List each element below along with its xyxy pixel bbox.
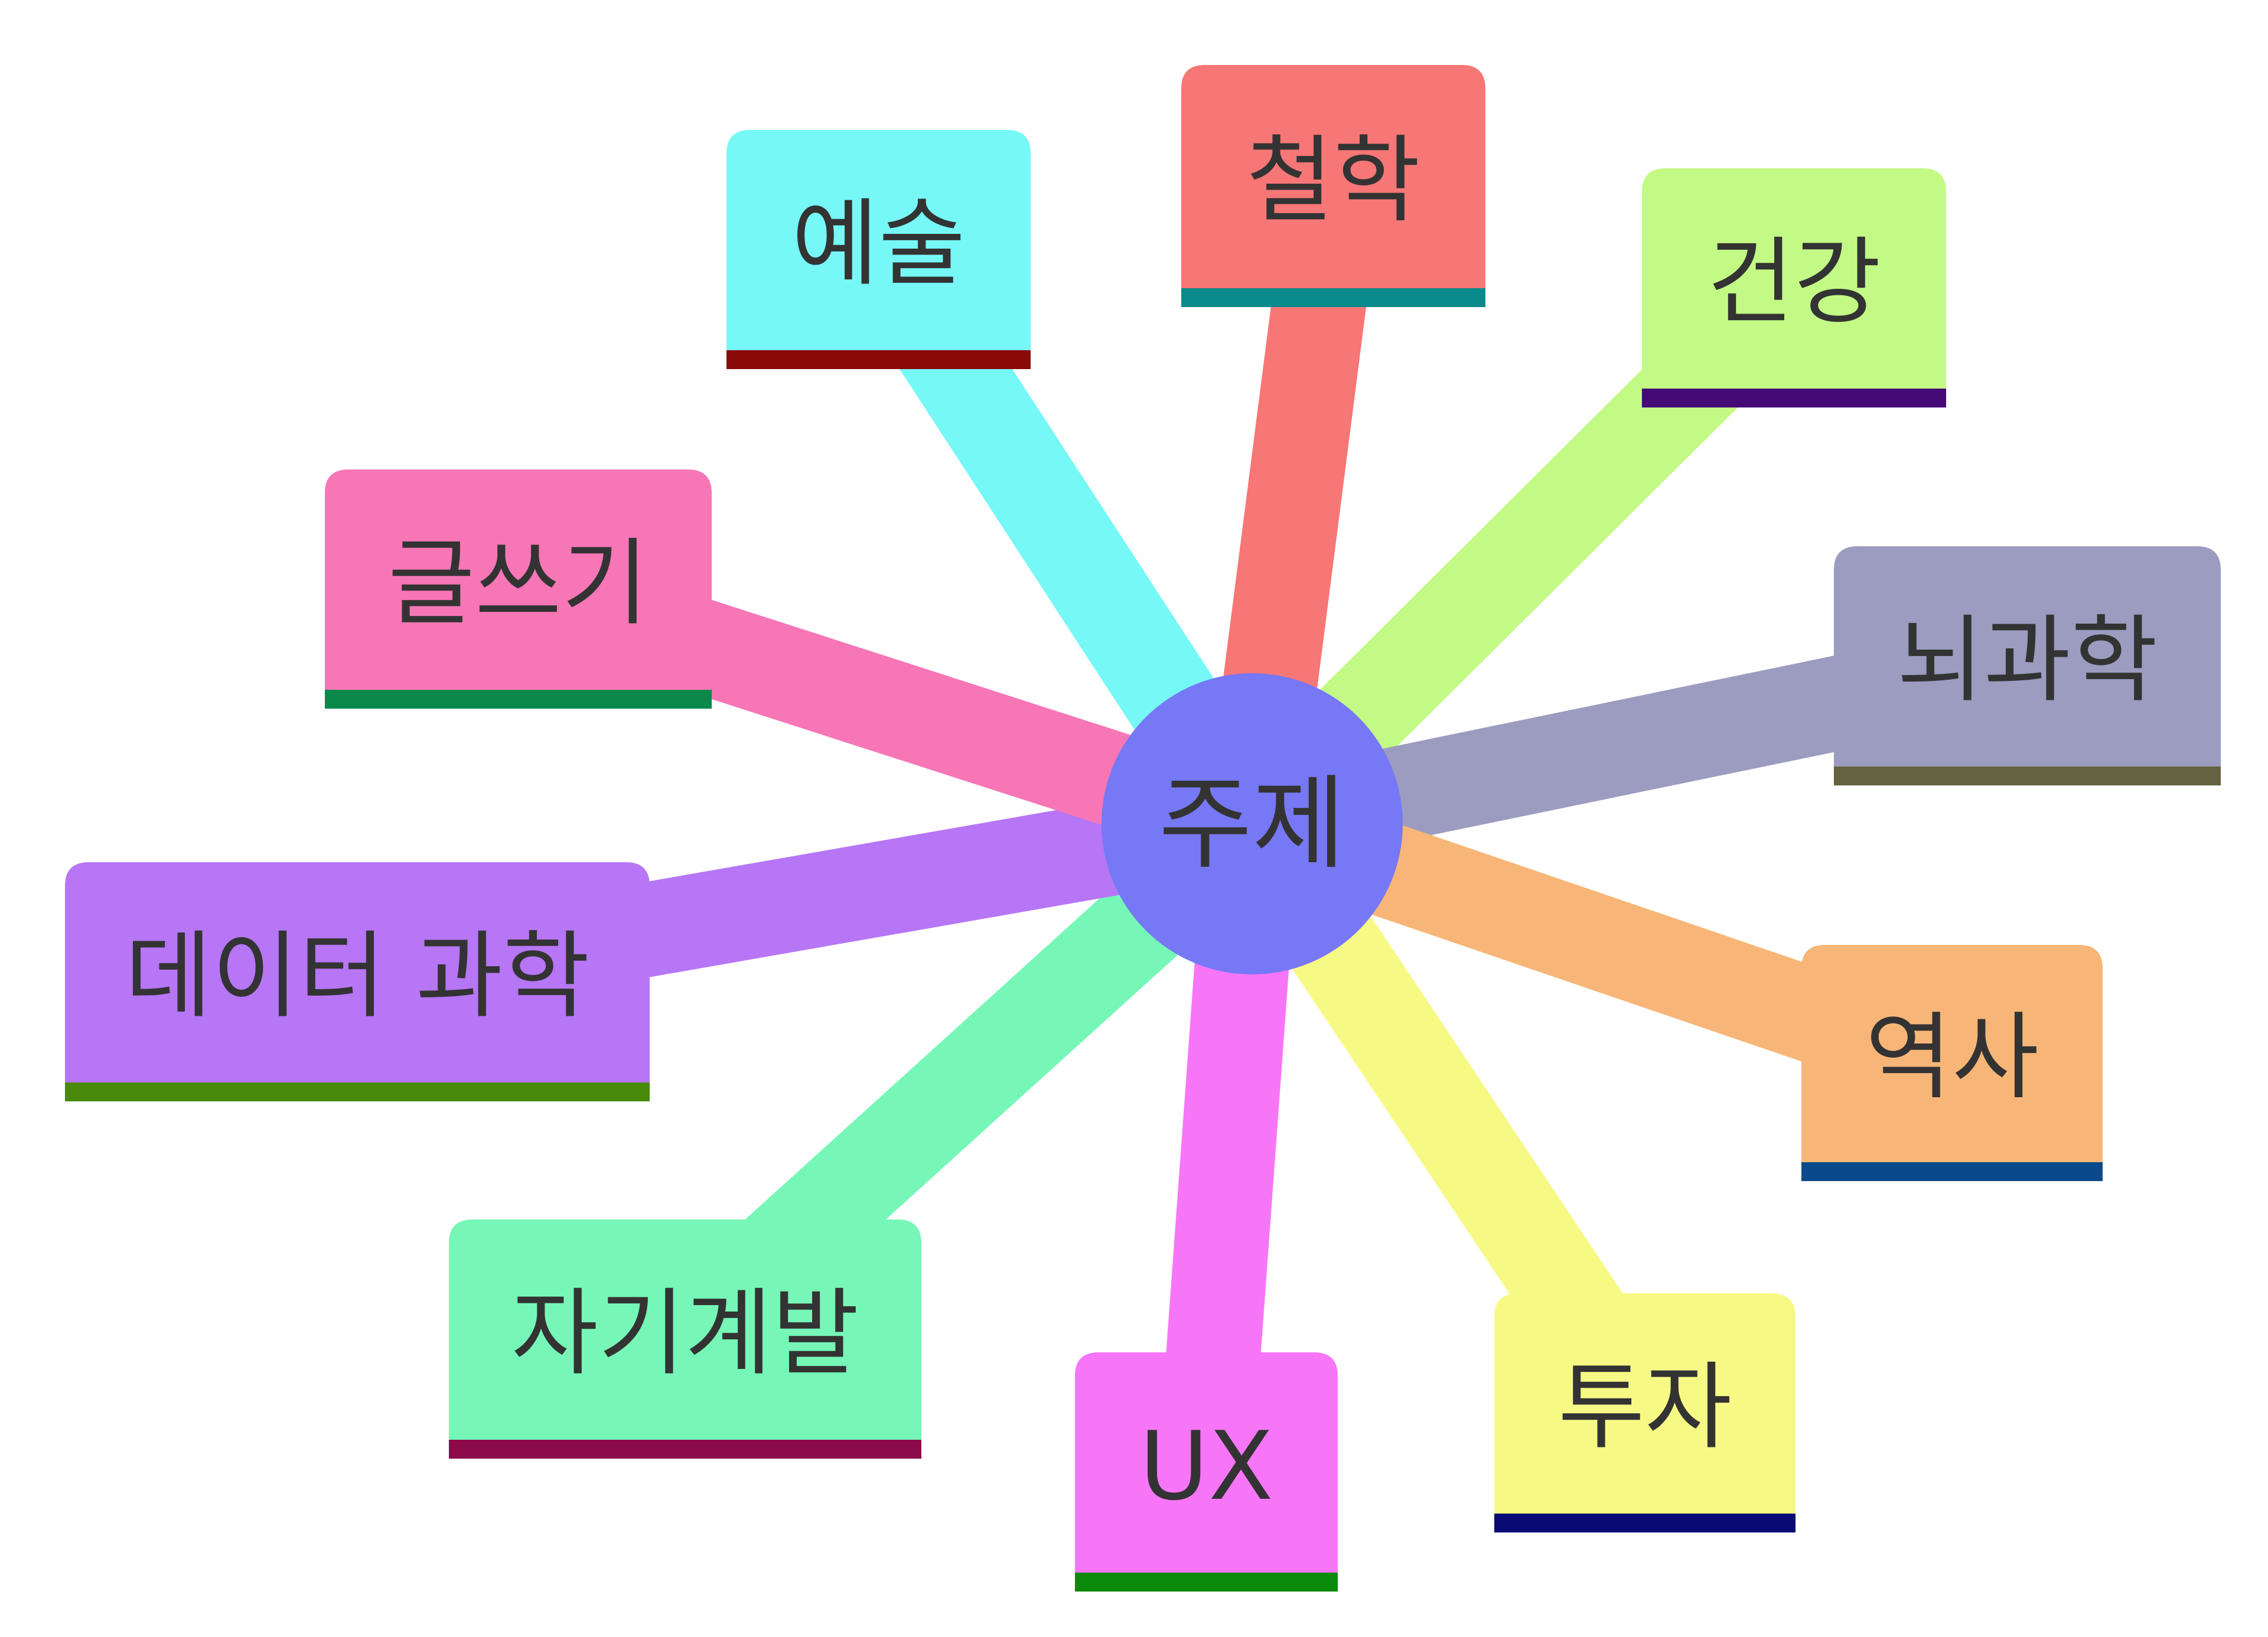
node-accent-bar-investment bbox=[1494, 1514, 1795, 1532]
node-accent-bar-self-development bbox=[449, 1440, 921, 1459]
center-node-label: 주제 bbox=[1159, 765, 1345, 883]
node-label-art: 예술 bbox=[791, 188, 965, 299]
node-box-investment bbox=[1494, 1293, 1795, 1514]
node-label-health: 건강 bbox=[1707, 227, 1881, 337]
node-accent-bar-data-science bbox=[65, 1082, 650, 1101]
node-art[interactable]: 예술 bbox=[726, 130, 1031, 369]
node-label-data-science: 데이터 과학 bbox=[125, 921, 590, 1031]
node-investment[interactable]: 투자 bbox=[1494, 1293, 1795, 1532]
node-philosophy[interactable]: 철학 bbox=[1181, 65, 1485, 307]
node-accent-bar-writing bbox=[325, 690, 712, 709]
node-label-self-development: 자기계발 bbox=[511, 1278, 859, 1388]
node-health[interactable]: 건강 bbox=[1642, 168, 1946, 407]
node-label-history: 역사 bbox=[1865, 1002, 2039, 1113]
node-box-art bbox=[726, 130, 1031, 350]
node-accent-bar-ux bbox=[1075, 1573, 1338, 1592]
node-accent-bar-history bbox=[1801, 1162, 2103, 1181]
node-accent-bar-philosophy bbox=[1181, 288, 1485, 307]
node-self-development[interactable]: 자기계발 bbox=[449, 1219, 921, 1459]
node-accent-bar-art bbox=[726, 350, 1031, 369]
node-box-self-development bbox=[449, 1219, 921, 1440]
node-label-writing: 글쓰기 bbox=[388, 528, 649, 638]
node-box-history bbox=[1801, 945, 2103, 1162]
node-box-health bbox=[1642, 168, 1946, 389]
node-label-ux: UX bbox=[1139, 1411, 1273, 1521]
node-label-philosophy: 철학 bbox=[1246, 125, 1420, 236]
node-history[interactable]: 역사 bbox=[1801, 945, 2103, 1181]
node-label-investment: 투자 bbox=[1558, 1352, 1732, 1462]
node-box-ux bbox=[1075, 1352, 1338, 1573]
node-data-science[interactable]: 데이터 과학 bbox=[65, 862, 650, 1101]
center-node-circle bbox=[1102, 673, 1403, 974]
node-accent-bar-health bbox=[1642, 389, 1946, 407]
node-writing[interactable]: 글쓰기 bbox=[325, 469, 712, 709]
node-ux[interactable]: UX bbox=[1075, 1352, 1338, 1592]
node-accent-bar-neuroscience bbox=[1834, 767, 2221, 785]
node-neuroscience[interactable]: 뇌과학 bbox=[1834, 546, 2221, 785]
node-box-data-science bbox=[65, 862, 650, 1082]
node-box-writing bbox=[325, 469, 712, 690]
node-label-neuroscience: 뇌과학 bbox=[1897, 605, 2158, 715]
node-box-philosophy bbox=[1181, 65, 1485, 288]
node-box-neuroscience bbox=[1834, 546, 2221, 767]
center-node[interactable]: 주제 bbox=[1102, 673, 1403, 974]
